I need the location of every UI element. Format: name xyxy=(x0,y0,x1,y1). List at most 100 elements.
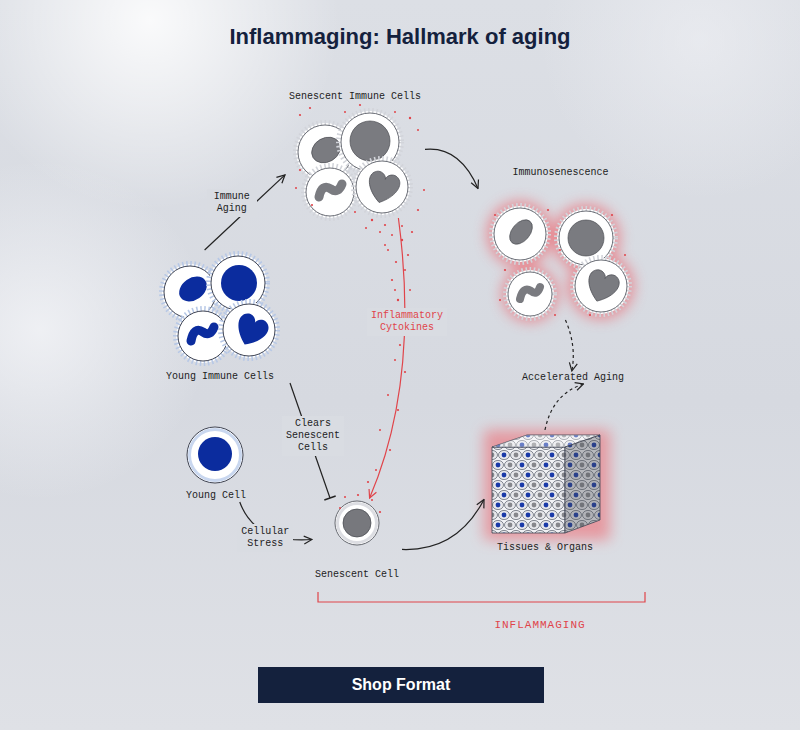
young-cell-art-part xyxy=(187,427,243,483)
cytokine-dots-part xyxy=(559,249,561,251)
outcome-node: Accelerated Aging xyxy=(515,371,631,384)
node-label: Accelerated Aging xyxy=(522,372,624,384)
node-label: Tissues & Organs xyxy=(497,542,593,554)
immunosenescence-art-part xyxy=(494,208,546,260)
edge-label: Clears Senescent Cells xyxy=(282,416,344,456)
edge-label: Immune Aging xyxy=(207,189,257,217)
cytokine-dots-part xyxy=(589,314,591,316)
immunosenescence-art-part xyxy=(508,272,552,316)
connector xyxy=(205,175,285,250)
senescent-immune-cells-art-part xyxy=(364,169,401,206)
immunosenescence-art-part xyxy=(520,287,540,299)
senescent-cell-art xyxy=(335,501,379,545)
immunosenescence-art-part xyxy=(505,215,537,248)
dashed-connector xyxy=(545,384,583,430)
young-immune-cells-art-part xyxy=(223,304,275,356)
cytokine-dots-part xyxy=(299,169,301,171)
cytokine-dots-part xyxy=(407,254,409,256)
cytokine-dots-part xyxy=(624,254,626,256)
senescent-immune-cells-art xyxy=(296,111,410,218)
cytokine-dots-part xyxy=(387,394,389,396)
senescent-cell-art-part xyxy=(335,501,379,545)
cytokine-dots-part xyxy=(391,234,393,236)
cell-node: Young Cell xyxy=(180,425,252,502)
node-label: Shop Format xyxy=(352,675,451,695)
node-label: Senescent Cell xyxy=(315,569,399,581)
tissue-cube-art-part xyxy=(492,447,565,533)
cytokine-dots-part xyxy=(417,129,419,131)
young-immune-cells-art xyxy=(162,254,277,363)
inflammaging-bracket xyxy=(318,592,645,602)
senescent-immune-cells-art-part xyxy=(304,166,356,218)
bracket-label: INFLAMMAGING xyxy=(494,619,585,631)
connector xyxy=(402,499,484,549)
cell-cluster: Young Immune Cells xyxy=(150,250,290,383)
connector xyxy=(425,149,478,188)
cytokine-dots-part xyxy=(384,224,386,226)
node-label: Senescent Immune Cells xyxy=(289,91,421,103)
cytokine-dots-part xyxy=(504,269,506,271)
senescent-immune-cells-art-part xyxy=(306,168,354,216)
cytokine-dots-part xyxy=(379,231,381,233)
cytokine-dots-part xyxy=(409,289,411,291)
young-cell-art-part xyxy=(190,430,241,481)
cytokine-dots-part xyxy=(371,219,373,221)
cytokine-dots-part xyxy=(409,117,411,119)
cytokine-dots-part xyxy=(295,187,297,189)
cytokine-dots-part xyxy=(401,225,403,227)
immunosenescence-art-part xyxy=(506,270,554,318)
cytokine-dots-part xyxy=(397,409,399,411)
cytokine-dots-part xyxy=(354,211,356,213)
connector xyxy=(370,218,405,498)
senescent-immune-cells-art-part xyxy=(350,121,390,161)
tissue-node: Tissues & Organs xyxy=(484,430,606,554)
cytokine-dots-part xyxy=(494,214,496,216)
immunosenescence-art-part xyxy=(492,206,548,262)
cytokine-dots-part xyxy=(359,104,361,106)
immunosenescence-art-part xyxy=(559,211,613,265)
node-label: Young Cell xyxy=(186,490,246,502)
cytokine-dots-part xyxy=(299,114,301,116)
cytokine-dots-part xyxy=(344,111,346,113)
young-immune-cells-art-part xyxy=(221,302,277,358)
tissue-cube-art xyxy=(484,430,610,540)
immunosenescence-art-part xyxy=(582,268,621,307)
cytokine-dots-part xyxy=(365,227,367,229)
cytokine-dots-part xyxy=(394,289,396,291)
cytokine-dots-part xyxy=(384,244,386,246)
cytokine-dots-part xyxy=(394,359,396,361)
cytokine-dots-part xyxy=(611,214,613,216)
senescent-cell-art-part xyxy=(338,504,377,543)
cytokine-dots-part xyxy=(371,499,373,501)
cytokine-dots-part xyxy=(395,261,397,263)
cytokine-dots-part xyxy=(404,269,406,271)
cytokine-dots-part xyxy=(309,107,311,109)
young-cell-art-part xyxy=(198,437,232,471)
senescent-cell-art-part xyxy=(343,509,371,537)
tissue-cube-art-part xyxy=(565,435,600,533)
cytokine-dots-part xyxy=(375,469,377,471)
edge-label: Cellular Stress xyxy=(237,524,293,552)
cytokine-dots-part xyxy=(547,209,549,211)
cell-cluster: Senescent Immune Cells xyxy=(285,91,425,218)
cytokine-dots-part xyxy=(394,111,396,113)
immunosenescence-art-part-part xyxy=(502,266,558,322)
cytokine-dots-part xyxy=(417,209,419,211)
young-immune-cells-art-part xyxy=(191,327,214,341)
cytokine-dots xyxy=(295,104,626,513)
cell-cluster: Immunosenescence xyxy=(478,167,643,320)
cytokine-dots-part xyxy=(389,449,391,451)
cytokine-dots-part xyxy=(344,496,346,498)
tissue-cube-art-part xyxy=(484,430,610,540)
cell-node: Senescent Cell xyxy=(312,498,402,581)
diagram-title: Inflammaging: Hallmark of aging xyxy=(0,24,800,50)
cytokine-dots-part xyxy=(391,279,393,281)
senescent-immune-cells-art-part xyxy=(319,184,342,197)
cytokine-dots-part xyxy=(554,314,556,316)
cytokine-dots-part xyxy=(423,189,425,191)
node-label: Young Immune Cells xyxy=(166,371,274,383)
senescent-immune-cells-art-part xyxy=(356,161,408,213)
edge-label: Inflammatory Cytokines xyxy=(367,308,447,336)
